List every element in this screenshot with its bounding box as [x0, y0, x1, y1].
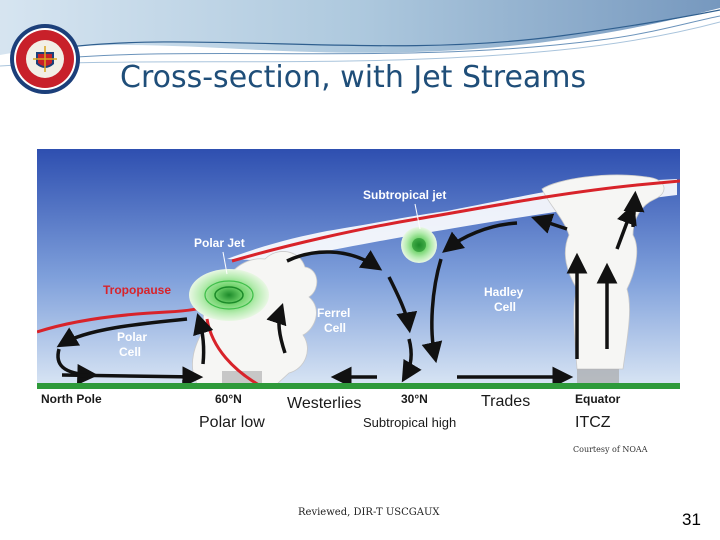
label-ferrel-cell-line2: Cell — [324, 321, 346, 335]
image-credit: Courtesy of NOAA — [573, 445, 647, 454]
footer-note: Reviewed, DIR-T USCGAUX — [298, 507, 440, 518]
label-trades: Trades — [481, 393, 530, 410]
label-polar-cell-line1: Polar — [117, 330, 147, 344]
label-north-pole: North Pole — [41, 392, 102, 406]
ground-strip — [37, 383, 680, 389]
label-polar-jet: Polar Jet — [194, 236, 245, 250]
label-60n: 60°N — [215, 392, 242, 406]
label-subtropical-jet: Subtropical jet — [363, 188, 446, 202]
polar-cell-arrow-bottom — [62, 375, 197, 377]
itcz-rain — [577, 369, 619, 383]
label-itcz: ITCZ — [575, 414, 611, 431]
slide-title: Cross-section, with Jet Streams — [120, 60, 680, 95]
auxiliary-seal-logo — [8, 22, 82, 96]
page-number: 31 — [682, 510, 701, 530]
label-tropopause: Tropopause — [103, 283, 171, 297]
label-ferrel-cell-line1: Ferrel — [317, 306, 350, 320]
polar-jet-core — [189, 269, 269, 321]
label-polar-cell-line2: Cell — [119, 345, 141, 359]
label-30n: 30°N — [401, 392, 428, 406]
atmospheric-circulation-diagram: Subtropical jet Polar Jet Tropopause Pol… — [37, 149, 680, 432]
itcz-up-arrow — [633, 197, 635, 227]
label-hadley-cell-line1: Hadley — [484, 285, 524, 299]
label-equator: Equator — [575, 392, 621, 406]
label-subtropical-high: Subtropical high — [363, 415, 456, 430]
label-hadley-cell-line2: Cell — [494, 300, 516, 314]
label-polar-low: Polar low — [199, 414, 265, 431]
label-westerlies: Westerlies — [287, 395, 361, 412]
